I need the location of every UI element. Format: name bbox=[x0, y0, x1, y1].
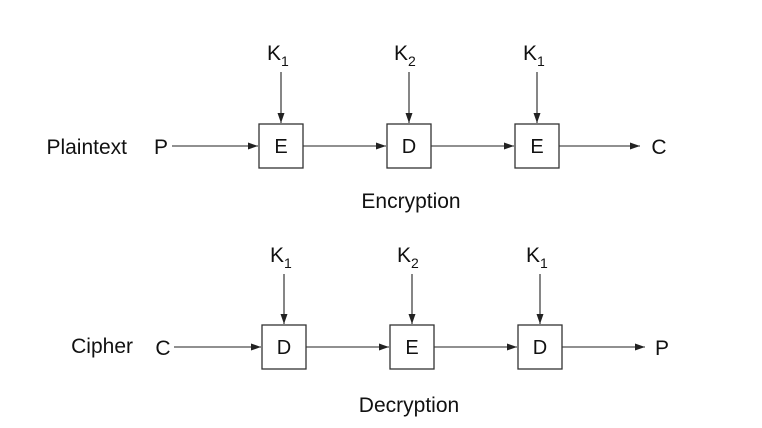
decryption-stage-2: K2 E bbox=[389, 244, 435, 370]
decryption-input-symbol: C bbox=[155, 337, 170, 360]
decryption-caption: Decryption bbox=[359, 394, 459, 417]
decryption-stage-1-op: D bbox=[277, 337, 291, 359]
encryption-stage-2-key: K2 bbox=[394, 42, 416, 69]
decryption-stage-1-box bbox=[261, 324, 307, 370]
encryption-stage-3-key: K1 bbox=[523, 42, 545, 69]
encryption-stage-1-box bbox=[258, 123, 304, 169]
encryption-stage-3: K1 E bbox=[514, 42, 560, 169]
encryption-stage-1-op: E bbox=[274, 136, 287, 158]
encryption-stage-1-key: K1 bbox=[267, 42, 289, 69]
decryption-stage-3-box bbox=[517, 324, 563, 370]
decryption-stage-3-key: K1 bbox=[526, 244, 548, 271]
encryption-stage-2: K2 D bbox=[386, 42, 432, 169]
encryption-stage-3-op: E bbox=[530, 136, 543, 158]
encryption-side-label: Plaintext bbox=[46, 136, 127, 159]
decryption-stage-3: K1 D bbox=[517, 244, 563, 370]
decryption-stage-1-key: K1 bbox=[270, 244, 292, 271]
decryption-stage-1: K1 D bbox=[261, 244, 307, 370]
decryption-output-symbol: P bbox=[655, 337, 669, 360]
encryption-caption: Encryption bbox=[361, 190, 460, 213]
encryption-stage-1: K1 E bbox=[258, 42, 304, 169]
decryption-stage-2-box bbox=[389, 324, 435, 370]
decryption-stage-3-op: D bbox=[533, 337, 547, 359]
decryption-stage-2-key: K2 bbox=[397, 244, 419, 271]
encryption-stage-2-box bbox=[386, 123, 432, 169]
encryption-stage-2-op: D bbox=[402, 136, 416, 158]
encryption-stage-3-box bbox=[514, 123, 560, 169]
encryption-row: Plaintext P C K1 E K2 D K1 E Encry bbox=[46, 42, 666, 213]
encryption-output-symbol: C bbox=[651, 136, 666, 159]
decryption-row: Cipher C P K1 D K2 E K1 D Decrypti bbox=[71, 244, 669, 417]
encryption-input-symbol: P bbox=[154, 136, 168, 159]
decryption-side-label: Cipher bbox=[71, 335, 133, 358]
decryption-stage-2-op: E bbox=[405, 337, 418, 359]
